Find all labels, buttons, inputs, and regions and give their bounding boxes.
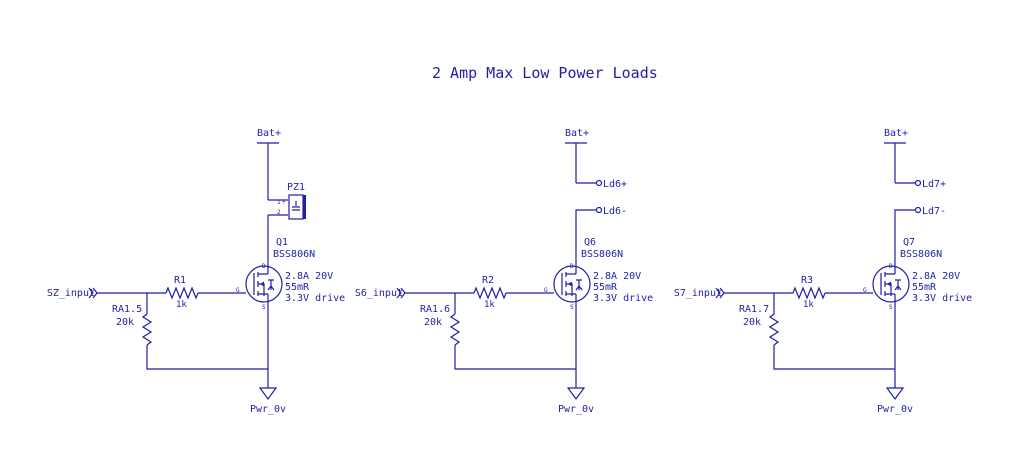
mosfet-ref: Q1 [276, 237, 288, 248]
mosfet-note-3: 3.3V drive [593, 293, 653, 304]
load-plus-terminal [595, 179, 603, 187]
series-resistor-ref: R2 [482, 275, 494, 286]
mosfet-note-1: 2.8A 20V [285, 271, 333, 282]
load-minus-terminal [595, 206, 603, 214]
pulldown-resistor [141, 313, 153, 346]
pulldown-ref: RA1.7 [739, 304, 769, 315]
ground-return-wire [146, 345, 268, 370]
mosfet-note-2: 55mR [593, 282, 618, 293]
mosfet-part: BSS806N [900, 249, 942, 260]
pin-g-label: G [236, 287, 240, 294]
mosfet-arrow [260, 281, 264, 287]
ground-symbol [566, 387, 586, 401]
mosfet-arrow [887, 281, 891, 287]
schematic-title: 2 Amp Max Low Power Loads [432, 64, 658, 82]
pin-d-label: D [889, 263, 893, 270]
mosfet-part: BSS806N [581, 249, 623, 260]
body-diode [267, 279, 275, 291]
pulldown-value: 20k [424, 317, 442, 328]
pulldown-value: 20k [743, 317, 761, 328]
pin-s-label: S [262, 304, 266, 311]
supply-label: Bat+ [565, 128, 589, 139]
series-resistor [165, 286, 199, 300]
load-minus-label: Ld6- [603, 206, 627, 217]
series-resistor [792, 286, 826, 300]
mosfet-note-3: 3.3V drive [285, 293, 345, 304]
pulldown-value: 20k [116, 317, 134, 328]
input-net-label: S6_input [355, 288, 403, 299]
mosfet-note-1: 2.8A 20V [593, 271, 641, 282]
buzzer-pin-2: 2 [277, 209, 281, 216]
pulldown-ref: RA1.5 [112, 304, 142, 315]
mosfet-channel [561, 272, 567, 296]
series-resistor-ref: R3 [801, 275, 813, 286]
buzzer-element [292, 201, 300, 211]
pin-g-label: G [863, 287, 867, 294]
pin-s-label: S [889, 304, 893, 311]
input-net-label: SZ_input [47, 288, 95, 299]
mosfet-channel [253, 272, 259, 296]
ground-return-wire [773, 345, 895, 370]
load-minus-terminal [914, 206, 922, 214]
pin-g-label: G [544, 287, 548, 294]
load-minus-label: Ld7- [922, 206, 946, 217]
ground-label: Pwr_0v [877, 404, 913, 415]
mosfet-part: BSS806N [273, 249, 315, 260]
mosfet-note-2: 55mR [285, 282, 310, 293]
buzzer-pin-plus: + [282, 199, 286, 206]
mosfet-arrow [568, 281, 572, 287]
ground-label: Pwr_0v [250, 404, 286, 415]
pin-d-label: D [262, 263, 266, 270]
mosfet-body [872, 265, 910, 303]
series-resistor-value: 1k [484, 300, 495, 310]
drain-wire [894, 209, 915, 262]
mosfet-note-3: 3.3V drive [912, 293, 972, 304]
pin-d-label: D [570, 263, 574, 270]
body-diode [575, 279, 583, 291]
mosfet-ref: Q6 [584, 237, 596, 248]
pin-s-label: S [570, 304, 574, 311]
pulldown-resistor [449, 313, 461, 346]
pulldown-ref: RA1.6 [420, 304, 450, 315]
ground-label: Pwr_0v [558, 404, 594, 415]
buzzer-pin-1: 1 [277, 199, 281, 206]
supply-label: Bat+ [257, 128, 281, 139]
buzzer-ref: PZ1 [287, 182, 305, 193]
buzzer-back-plate [303, 195, 306, 219]
mosfet-ref: Q7 [903, 237, 915, 248]
series-resistor [473, 286, 507, 300]
load-plus-terminal [914, 179, 922, 187]
input-net-label: S7_input [674, 288, 722, 299]
mosfet-body [245, 265, 283, 303]
ground-return-wire [454, 345, 576, 370]
ground-symbol [885, 387, 905, 401]
ground-symbol [258, 387, 278, 401]
mosfet-channel [880, 272, 886, 296]
mosfet-note-2: 55mR [912, 282, 937, 293]
series-resistor-value: 1k [176, 300, 187, 310]
series-resistor-ref: R1 [174, 275, 186, 286]
body-diode [894, 279, 902, 291]
supply-label: Bat+ [884, 128, 908, 139]
load-plus-label: Ld6+ [603, 179, 627, 190]
mosfet-body [553, 265, 591, 303]
series-resistor-value: 1k [803, 300, 814, 310]
mosfet-note-1: 2.8A 20V [912, 271, 960, 282]
load-plus-label: Ld7+ [922, 179, 946, 190]
drain-wire [575, 209, 596, 262]
pulldown-resistor [768, 313, 780, 346]
